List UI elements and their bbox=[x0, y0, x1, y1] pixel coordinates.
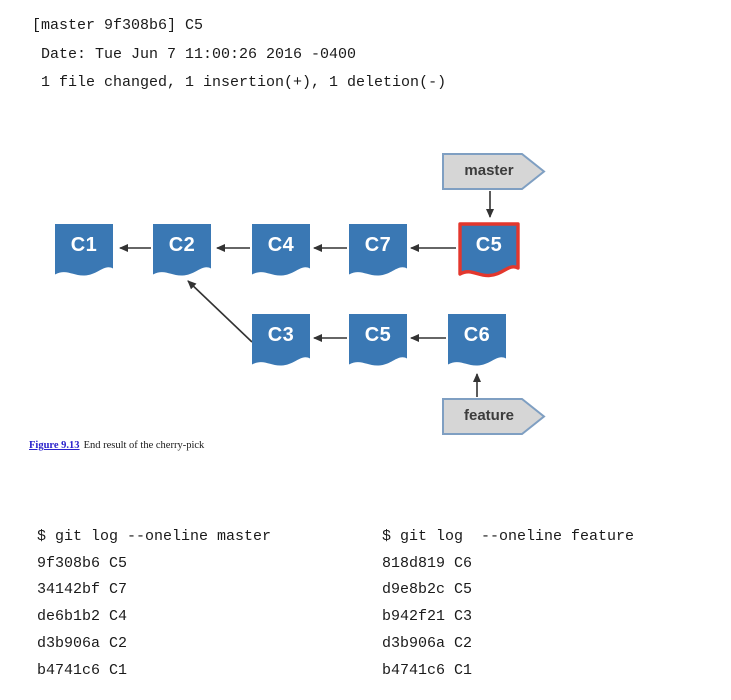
commit-node-c6: C6 bbox=[447, 313, 507, 370]
document-path bbox=[252, 224, 310, 276]
terminal-line: $ git log --oneline master bbox=[37, 528, 272, 545]
arrow-c3-to-c2 bbox=[187, 280, 253, 343]
terminal-line: 818d819 C6 bbox=[382, 554, 473, 572]
document-path bbox=[55, 224, 113, 276]
commit-label: C1 bbox=[70, 234, 98, 256]
commit-label: C2 bbox=[168, 234, 196, 256]
terminal-line: b4741c6 C1 bbox=[382, 661, 473, 679]
banner-polygon bbox=[442, 398, 546, 435]
banner-polygon bbox=[442, 153, 546, 190]
document-path bbox=[458, 222, 520, 278]
terminal-line: 34142bf C7 bbox=[37, 581, 128, 599]
commit-node-c4: C4 bbox=[251, 223, 311, 280]
document-path bbox=[252, 314, 310, 366]
git-log-feature-block: $ git log --oneline feature 818d819 C6 d… bbox=[382, 524, 634, 684]
commit-label: C6 bbox=[463, 324, 491, 346]
branch-label-master: master bbox=[464, 162, 514, 179]
terminal-line: [master 9f308b6] C5 bbox=[32, 17, 204, 34]
branch-banner-feature: feature bbox=[442, 398, 546, 435]
commit-node-c1: C1 bbox=[54, 223, 114, 280]
document-path bbox=[349, 224, 407, 276]
document-shape bbox=[448, 314, 506, 366]
document-path bbox=[448, 314, 506, 366]
banner-shape bbox=[442, 153, 546, 190]
terminal-line: $ git log --oneline feature bbox=[382, 528, 635, 545]
commit-node-c3: C3 bbox=[251, 313, 311, 370]
branch-label-feature: feature bbox=[463, 407, 515, 424]
commit-node-c5-feature: C5 bbox=[348, 313, 408, 370]
branch-banner-master: master bbox=[442, 153, 546, 190]
terminal-line: d9e8b2c C5 bbox=[382, 581, 473, 599]
terminal-line: d3b906a C2 bbox=[37, 634, 128, 652]
document-shape bbox=[252, 224, 310, 276]
document-shape bbox=[153, 224, 211, 276]
document-shape-highlighted bbox=[458, 222, 520, 278]
commit-label: C3 bbox=[267, 324, 295, 346]
terminal-line: b4741c6 C1 bbox=[37, 661, 128, 679]
git-log-master-block: $ git log --oneline master 9f308b6 C5 34… bbox=[37, 524, 271, 684]
commit-graph-figure: master feature C1 C2 C4 bbox=[0, 140, 731, 460]
commit-node-c2: C2 bbox=[152, 223, 212, 280]
document-shape bbox=[252, 314, 310, 366]
terminal-line: 1 file changed, 1 insertion(+), 1 deleti… bbox=[32, 74, 447, 91]
figure-caption-text: End result of the cherry-pick bbox=[83, 440, 205, 451]
document-path bbox=[153, 224, 211, 276]
commit-label: C5 bbox=[475, 234, 503, 256]
commit-label: C4 bbox=[267, 234, 295, 256]
commit-label: C5 bbox=[364, 324, 392, 346]
document-shape bbox=[349, 224, 407, 276]
commit-node-c5-master-highlighted: C5 bbox=[458, 222, 520, 280]
figure-number-link[interactable]: Figure 9.13 bbox=[29, 440, 80, 451]
terminal-line: b942f21 C3 bbox=[382, 608, 473, 626]
arrow-layer bbox=[119, 191, 494, 397]
document-shape bbox=[349, 314, 407, 366]
terminal-line: de6b1b2 C4 bbox=[37, 608, 128, 626]
terminal-line: 9f308b6 C5 bbox=[37, 554, 128, 572]
commit-output-block: [master 9f308b6] C5 Date: Tue Jun 7 11:0… bbox=[32, 12, 446, 98]
terminal-line: Date: Tue Jun 7 11:00:26 2016 -0400 bbox=[32, 45, 357, 63]
document-path bbox=[349, 314, 407, 366]
document-shape bbox=[55, 224, 113, 276]
banner-shape bbox=[442, 398, 546, 435]
commit-label: C7 bbox=[364, 234, 392, 256]
commit-node-c7: C7 bbox=[348, 223, 408, 280]
terminal-line: d3b906a C2 bbox=[382, 634, 473, 652]
